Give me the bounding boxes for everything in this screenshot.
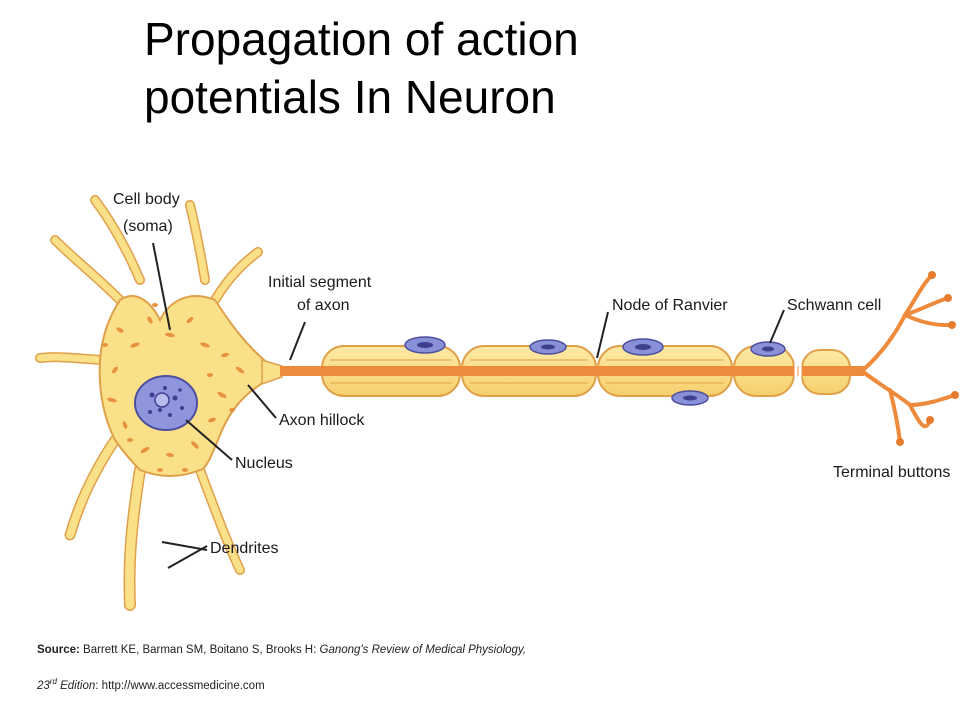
axon-hillock	[261, 358, 283, 386]
title-line-2: potentials In Neuron	[144, 71, 556, 123]
leader-lines	[152, 242, 785, 569]
nissl-granules	[102, 303, 245, 472]
terminal-button	[948, 321, 956, 329]
slide-title: Propagation of action potentials In Neur…	[144, 10, 579, 126]
source-edition-suffix: rd	[49, 677, 57, 686]
dendrite-bottom-right-inner	[196, 466, 244, 574]
nucleolus	[154, 392, 170, 408]
dendrite-lower-left-inner	[66, 436, 119, 539]
leader-initial-segment	[289, 321, 306, 361]
source-url[interactable]: : http://www.accessmedicine.com	[95, 679, 265, 692]
label-nucleus: Nucleus	[235, 455, 293, 472]
source-prefix: Source:	[37, 644, 80, 656]
leader-node-of-ranvier	[596, 311, 609, 359]
leader-dendrites-b	[161, 541, 208, 551]
label-schwann-cell: Schwann cell	[787, 297, 881, 314]
axon	[280, 366, 800, 376]
label-cell-body: Cell body	[113, 191, 180, 208]
nucleus	[134, 375, 198, 431]
dendrite-left-inner	[36, 353, 104, 364]
label-node-of-ranvier: Node of Ranvier	[612, 297, 728, 314]
terminal-button	[951, 391, 959, 399]
dendrite-upper-right-inner	[211, 248, 262, 304]
leader-axon-hillock	[247, 384, 277, 419]
title-line-1: Propagation of action	[144, 13, 579, 65]
label-initial-segment-line-2: of axon	[297, 297, 349, 314]
dendrites	[35, 195, 263, 611]
leader-nucleus	[185, 419, 233, 461]
terminal-buttons	[896, 271, 959, 446]
dendrite-top-right-inner	[186, 201, 209, 284]
source-citation: Source: Barrett KE, Barman SM, Boitano S…	[37, 634, 526, 702]
source-edition-number: 23	[37, 679, 50, 692]
label-terminal-buttons: Terminal buttons	[833, 464, 950, 481]
axon-break-marks	[794, 345, 802, 398]
source-line-2: 23rd Edition: http://www.accessmedicine.…	[37, 666, 526, 702]
dendrite-bottom-inner	[124, 465, 145, 610]
label-dendrites: Dendrites	[210, 540, 278, 557]
leader-schwann-cell	[769, 309, 785, 344]
label-soma: (soma)	[123, 218, 173, 235]
terminal-button	[926, 416, 934, 424]
terminal-button	[896, 438, 904, 446]
source-authors: Barrett KE, Barman SM, Boitano S, Brooks…	[79, 644, 320, 656]
dendrite-left-upper-outline	[51, 236, 124, 304]
label-axon-hillock: Axon hillock	[279, 412, 365, 429]
terminal-button	[928, 271, 936, 279]
source-line-1: Source: Barrett KE, Barman SM, Boitano S…	[37, 634, 526, 666]
axon-distal	[802, 366, 864, 376]
leader-cell-body	[152, 242, 171, 331]
dendrite-top-inner	[91, 196, 144, 284]
source-book-title: Ganong's Review of Medical Physiology,	[319, 644, 527, 656]
label-initial-segment-line-1: Initial segment	[268, 274, 372, 291]
terminal-button	[944, 294, 952, 302]
source-edition-word: Edition	[56, 679, 96, 692]
